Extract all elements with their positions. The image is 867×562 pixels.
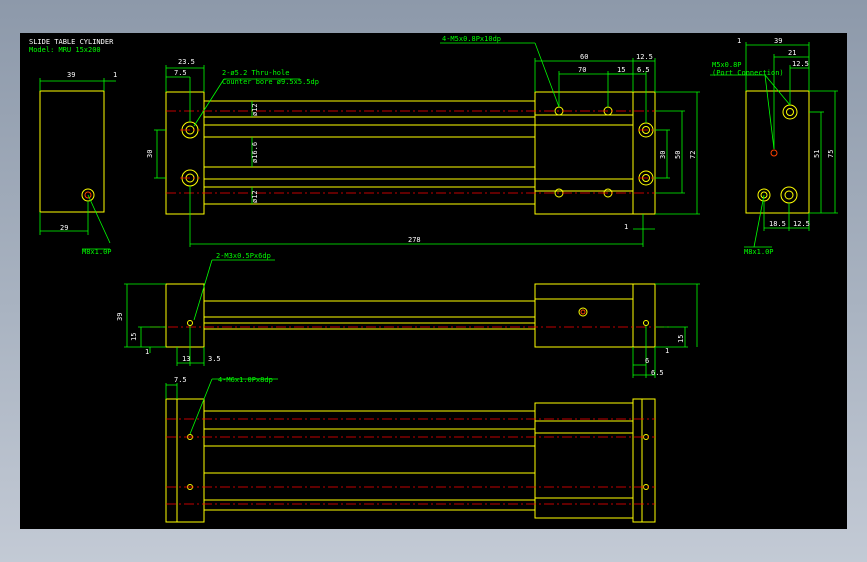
- side-dims: [124, 259, 700, 378]
- callout-port-conn-1: M5x0.8P: [712, 61, 742, 69]
- dim-s-13: 13: [182, 355, 190, 363]
- dim-s-1: 1: [145, 348, 149, 356]
- callout-port-conn-2: (Port Connection): [712, 69, 784, 77]
- side-view: [165, 283, 656, 348]
- dim-30-left: 30: [146, 150, 154, 158]
- dim-b-7-5: 7.5: [174, 376, 187, 384]
- dim-r-39: 39: [774, 37, 782, 45]
- dim-72: 72: [689, 151, 697, 159]
- dim-23-5: 23.5: [178, 58, 195, 66]
- dim-50: 50: [674, 151, 682, 159]
- dim-12-5-top: 12.5: [636, 53, 653, 61]
- left-end-dims: [39, 78, 116, 250]
- dim-15: 15: [617, 66, 625, 74]
- drawing-model: Model: MRU 15x200: [29, 46, 101, 54]
- dim-278: 278: [408, 236, 421, 244]
- dim-left-29: 29: [60, 224, 68, 232]
- plan-view: [165, 91, 656, 215]
- dim-60: 60: [580, 53, 588, 61]
- dim-s-15: 15: [130, 333, 138, 341]
- left-end-view: [39, 90, 105, 213]
- dim-r-51: 51: [813, 150, 821, 158]
- dim-7-5-top: 7.5: [174, 69, 187, 77]
- callout-thru-hole: 2-ø5.2 Thru-hole: [222, 69, 289, 77]
- bottom-centerlines: [166, 418, 655, 505]
- plan-dims: [154, 42, 700, 247]
- callout-counter-bore: Counter bore ø9.5x5.5dp: [222, 78, 319, 86]
- right-end-dims: [710, 42, 838, 248]
- bottom-view: [165, 398, 656, 523]
- dim-dia12-b: ø12: [251, 190, 259, 203]
- callout-end-port: M8x1.0P: [82, 248, 112, 256]
- dim-s-39: 39: [116, 313, 124, 321]
- dim-r-1: 1: [737, 37, 741, 45]
- dim-r-18-5: 18.5: [769, 220, 786, 228]
- drawing-title: SLIDE TABLE CYLINDER: [29, 38, 114, 46]
- dim-left-1: 1: [113, 71, 117, 79]
- callout-bottom-tap: 4-M6x1.0Px8dp: [218, 376, 273, 384]
- dim-70: 70: [578, 66, 586, 74]
- dim-s-6-5: 6.5: [651, 369, 664, 377]
- dim-6-5-top: 6.5: [637, 66, 650, 74]
- dim-r-12-5: 12.5: [792, 60, 809, 68]
- dim-dia16-6: ø16.6: [251, 142, 259, 163]
- dim-s-1-right: 1: [665, 347, 669, 355]
- cad-viewport[interactable]: SLIDE TABLE CYLINDER Model: MRU 15x200 3…: [20, 33, 847, 529]
- callout-side-tap: 2-M3x0.5Px6dp: [216, 252, 271, 260]
- dim-dia12-a: ø12: [251, 103, 259, 116]
- dim-r-75: 75: [827, 150, 835, 158]
- dim-s-6: 6: [645, 357, 649, 365]
- callout-top-tap: 4-M5x0.8Px10dp: [442, 35, 501, 43]
- dim-r-12-5b: 12.5: [793, 220, 810, 228]
- dim-s-3-5: 3.5: [208, 355, 221, 363]
- bottom-dims: [165, 378, 278, 435]
- dim-1-bottom: 1: [624, 223, 628, 231]
- dim-left-width: 39: [67, 71, 75, 79]
- dim-30-right: 30: [659, 151, 667, 159]
- callout-right-port: M8x1.0P: [744, 248, 774, 256]
- cad-drawing: SLIDE TABLE CYLINDER Model: MRU 15x200 3…: [29, 35, 838, 523]
- plan-centerlines: [166, 110, 655, 194]
- dim-r-21: 21: [788, 49, 796, 57]
- dim-s-15-right: 15: [677, 335, 685, 343]
- right-end-view: [745, 90, 810, 214]
